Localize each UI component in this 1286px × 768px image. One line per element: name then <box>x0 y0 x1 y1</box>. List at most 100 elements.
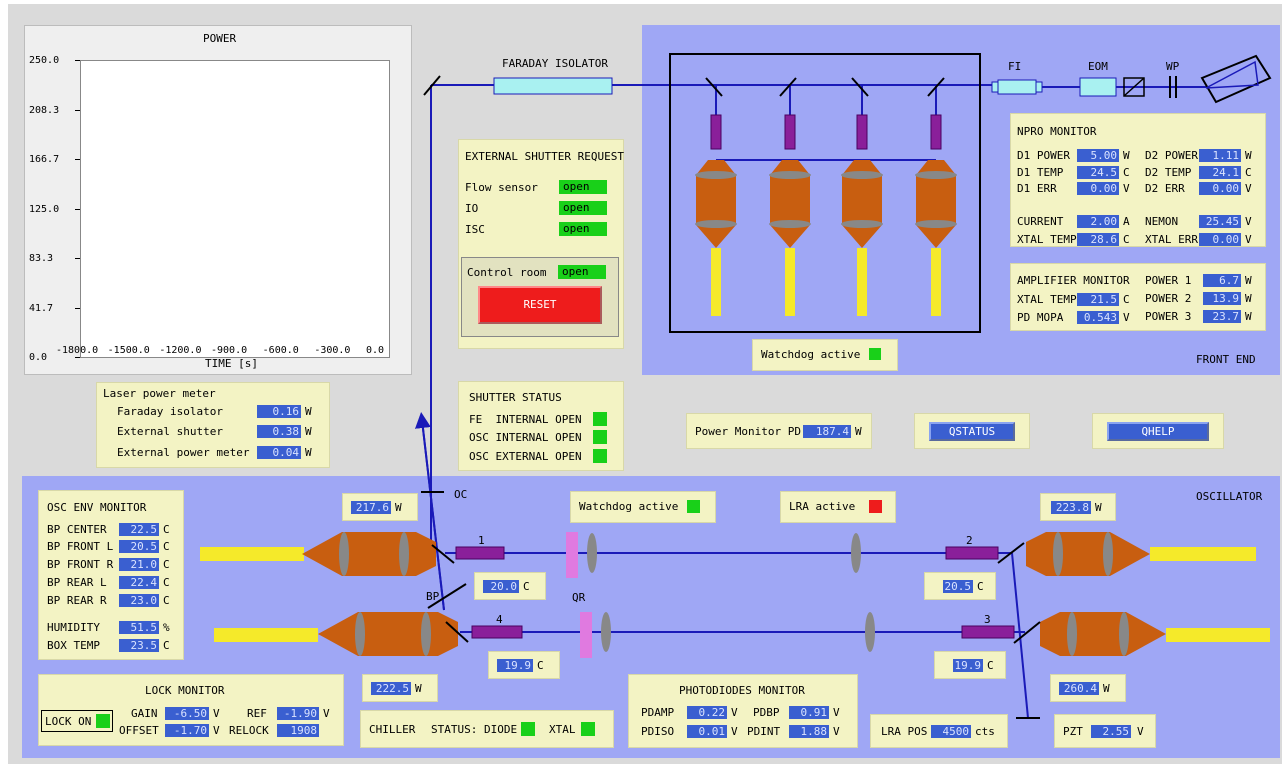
osc-env-unit: C <box>163 594 170 607</box>
lra-pos-unit: cts <box>975 725 995 738</box>
chart-title: POWER <box>203 32 237 45</box>
fe-amplifier-head <box>769 114 811 316</box>
npro-laser <box>1200 54 1272 104</box>
gain-unit: V <box>213 707 220 720</box>
fe-lens <box>695 171 737 179</box>
osc-env-unit: C <box>163 558 170 571</box>
power-monitor-value: 187.4 <box>803 425 851 438</box>
fi-component <box>997 79 1037 95</box>
osc-pump-head <box>1040 612 1166 656</box>
amplifier-enclosure <box>669 53 981 333</box>
osc-pump-head <box>318 612 458 656</box>
help-button[interactable]: QHELP <box>1107 422 1209 441</box>
osc-watchdog-led <box>687 500 700 513</box>
head-power-tl-panel: 217.6 W <box>342 493 418 521</box>
npro-right-unit: V <box>1245 233 1252 246</box>
pdamp-value: 0.22 <box>687 706 727 719</box>
npro-left-unit: A <box>1123 215 1130 228</box>
osc-env-value: 22.5 <box>119 523 159 536</box>
osc-pump-head-body <box>1040 612 1166 656</box>
fe-lens <box>915 171 957 179</box>
bp-label: BP <box>426 590 440 603</box>
fe-amplifier-head <box>915 114 957 316</box>
laser-meter-label-2: External shutter <box>117 425 223 438</box>
head-label-2: 2 <box>966 534 973 547</box>
status-button[interactable]: QSTATUS <box>929 422 1015 441</box>
lra-active-led <box>869 500 882 513</box>
fe-lens <box>841 171 883 179</box>
chart-y-tick-label: 83.3 <box>29 253 54 264</box>
offset-value: -1.70 <box>165 724 209 737</box>
npro-left-unit: C <box>1123 233 1130 246</box>
oscillator-title: OSCILLATOR <box>1196 490 1263 503</box>
fe-lens <box>841 220 883 228</box>
osc-env-label: BOX TEMP <box>47 639 100 652</box>
bp-mirror <box>427 583 467 609</box>
relock-value: 1908 <box>277 724 319 737</box>
npro-right-value: 25.45 <box>1199 215 1241 228</box>
mirror-head-2 <box>997 542 1025 564</box>
head-power-bl-unit: W <box>415 682 422 695</box>
shutter-status-row-1: FE INTERNAL OPEN <box>469 413 582 426</box>
amp-right-unit: W <box>1245 292 1252 305</box>
npro-right-label: D2 POWER <box>1145 149 1198 162</box>
pdbp-unit: V <box>833 706 840 719</box>
fi-label: FI <box>1008 60 1022 73</box>
lra-pos-value: 4500 <box>931 725 971 738</box>
osc-env-label: BP CENTER <box>47 523 107 536</box>
osc-pump-head <box>302 532 436 576</box>
amp-left-label: PD MOPA <box>1017 311 1064 324</box>
npro-right-label: D2 TEMP <box>1145 166 1192 179</box>
pdint-unit: V <box>833 725 840 738</box>
qr-rotator-top <box>566 532 578 578</box>
front-end-amplifier-heads <box>695 114 957 316</box>
shutter-status-panel: SHUTTER STATUS FE INTERNAL OPEN OSC INTE… <box>458 381 624 471</box>
head-power-br-panel: 260.4 W <box>1050 674 1126 702</box>
offset-label: OFFSET <box>119 724 159 737</box>
fe-amplifier-head <box>841 114 883 316</box>
shutter-status-row-3: OSC EXTERNAL OPEN <box>469 450 582 463</box>
reset-button[interactable]: RESET <box>478 286 602 324</box>
chart-y-tick-mark <box>75 159 80 160</box>
osc-head-lens <box>1103 532 1113 576</box>
amp-right-label: POWER 2 <box>1145 292 1192 305</box>
flow-sensor-status: open <box>559 180 607 194</box>
fiber-top-right <box>1150 547 1256 561</box>
head-power-br: 260.4 <box>1059 682 1099 695</box>
pdint-label: PDINT <box>747 725 781 738</box>
chart-y-tick-mark <box>75 258 80 259</box>
osc-env-value: 20.5 <box>119 540 159 553</box>
osc-head-lens <box>339 532 349 576</box>
amp-left-label: XTAL TEMP <box>1017 293 1077 306</box>
fe-lens <box>769 171 811 179</box>
pzt-value: 2.55 <box>1091 725 1131 738</box>
head-temp-3-unit: C <box>987 659 994 672</box>
osc-watchdog-label: Watchdog active <box>579 500 679 513</box>
laser-meter-title: Laser power meter <box>103 387 216 400</box>
rod-2 <box>945 546 999 560</box>
npro-right-unit: V <box>1245 215 1252 228</box>
chiller-label: CHILLER <box>369 723 416 736</box>
pdamp-unit: V <box>731 706 738 719</box>
fe-fiber <box>711 248 721 316</box>
osc-env-value: 23.5 <box>119 639 159 652</box>
rod-1 <box>455 546 505 560</box>
fe-fiber <box>931 248 941 316</box>
chart-y-tick-label: 208.3 <box>29 104 60 116</box>
osc-env-label: BP REAR L <box>47 576 107 589</box>
npro-left-unit: V <box>1123 182 1130 195</box>
oc-label: OC <box>454 488 468 501</box>
ref-unit: V <box>323 707 330 720</box>
osc-head-lens <box>1119 612 1129 656</box>
head-power-tl-unit: W <box>395 501 402 514</box>
head-power-tr: 223.8 <box>1051 501 1091 514</box>
chart-x-tick-label: -1500.0 <box>107 345 150 356</box>
fe-internal-led <box>593 412 607 426</box>
lock-on-label: LOCK ON <box>45 715 92 728</box>
external-shutter-panel: EXTERNAL SHUTTER REQUEST Flow sensor ope… <box>458 139 624 349</box>
oscillator-lenses <box>587 533 875 652</box>
qr-rotator-bottom <box>580 612 592 658</box>
